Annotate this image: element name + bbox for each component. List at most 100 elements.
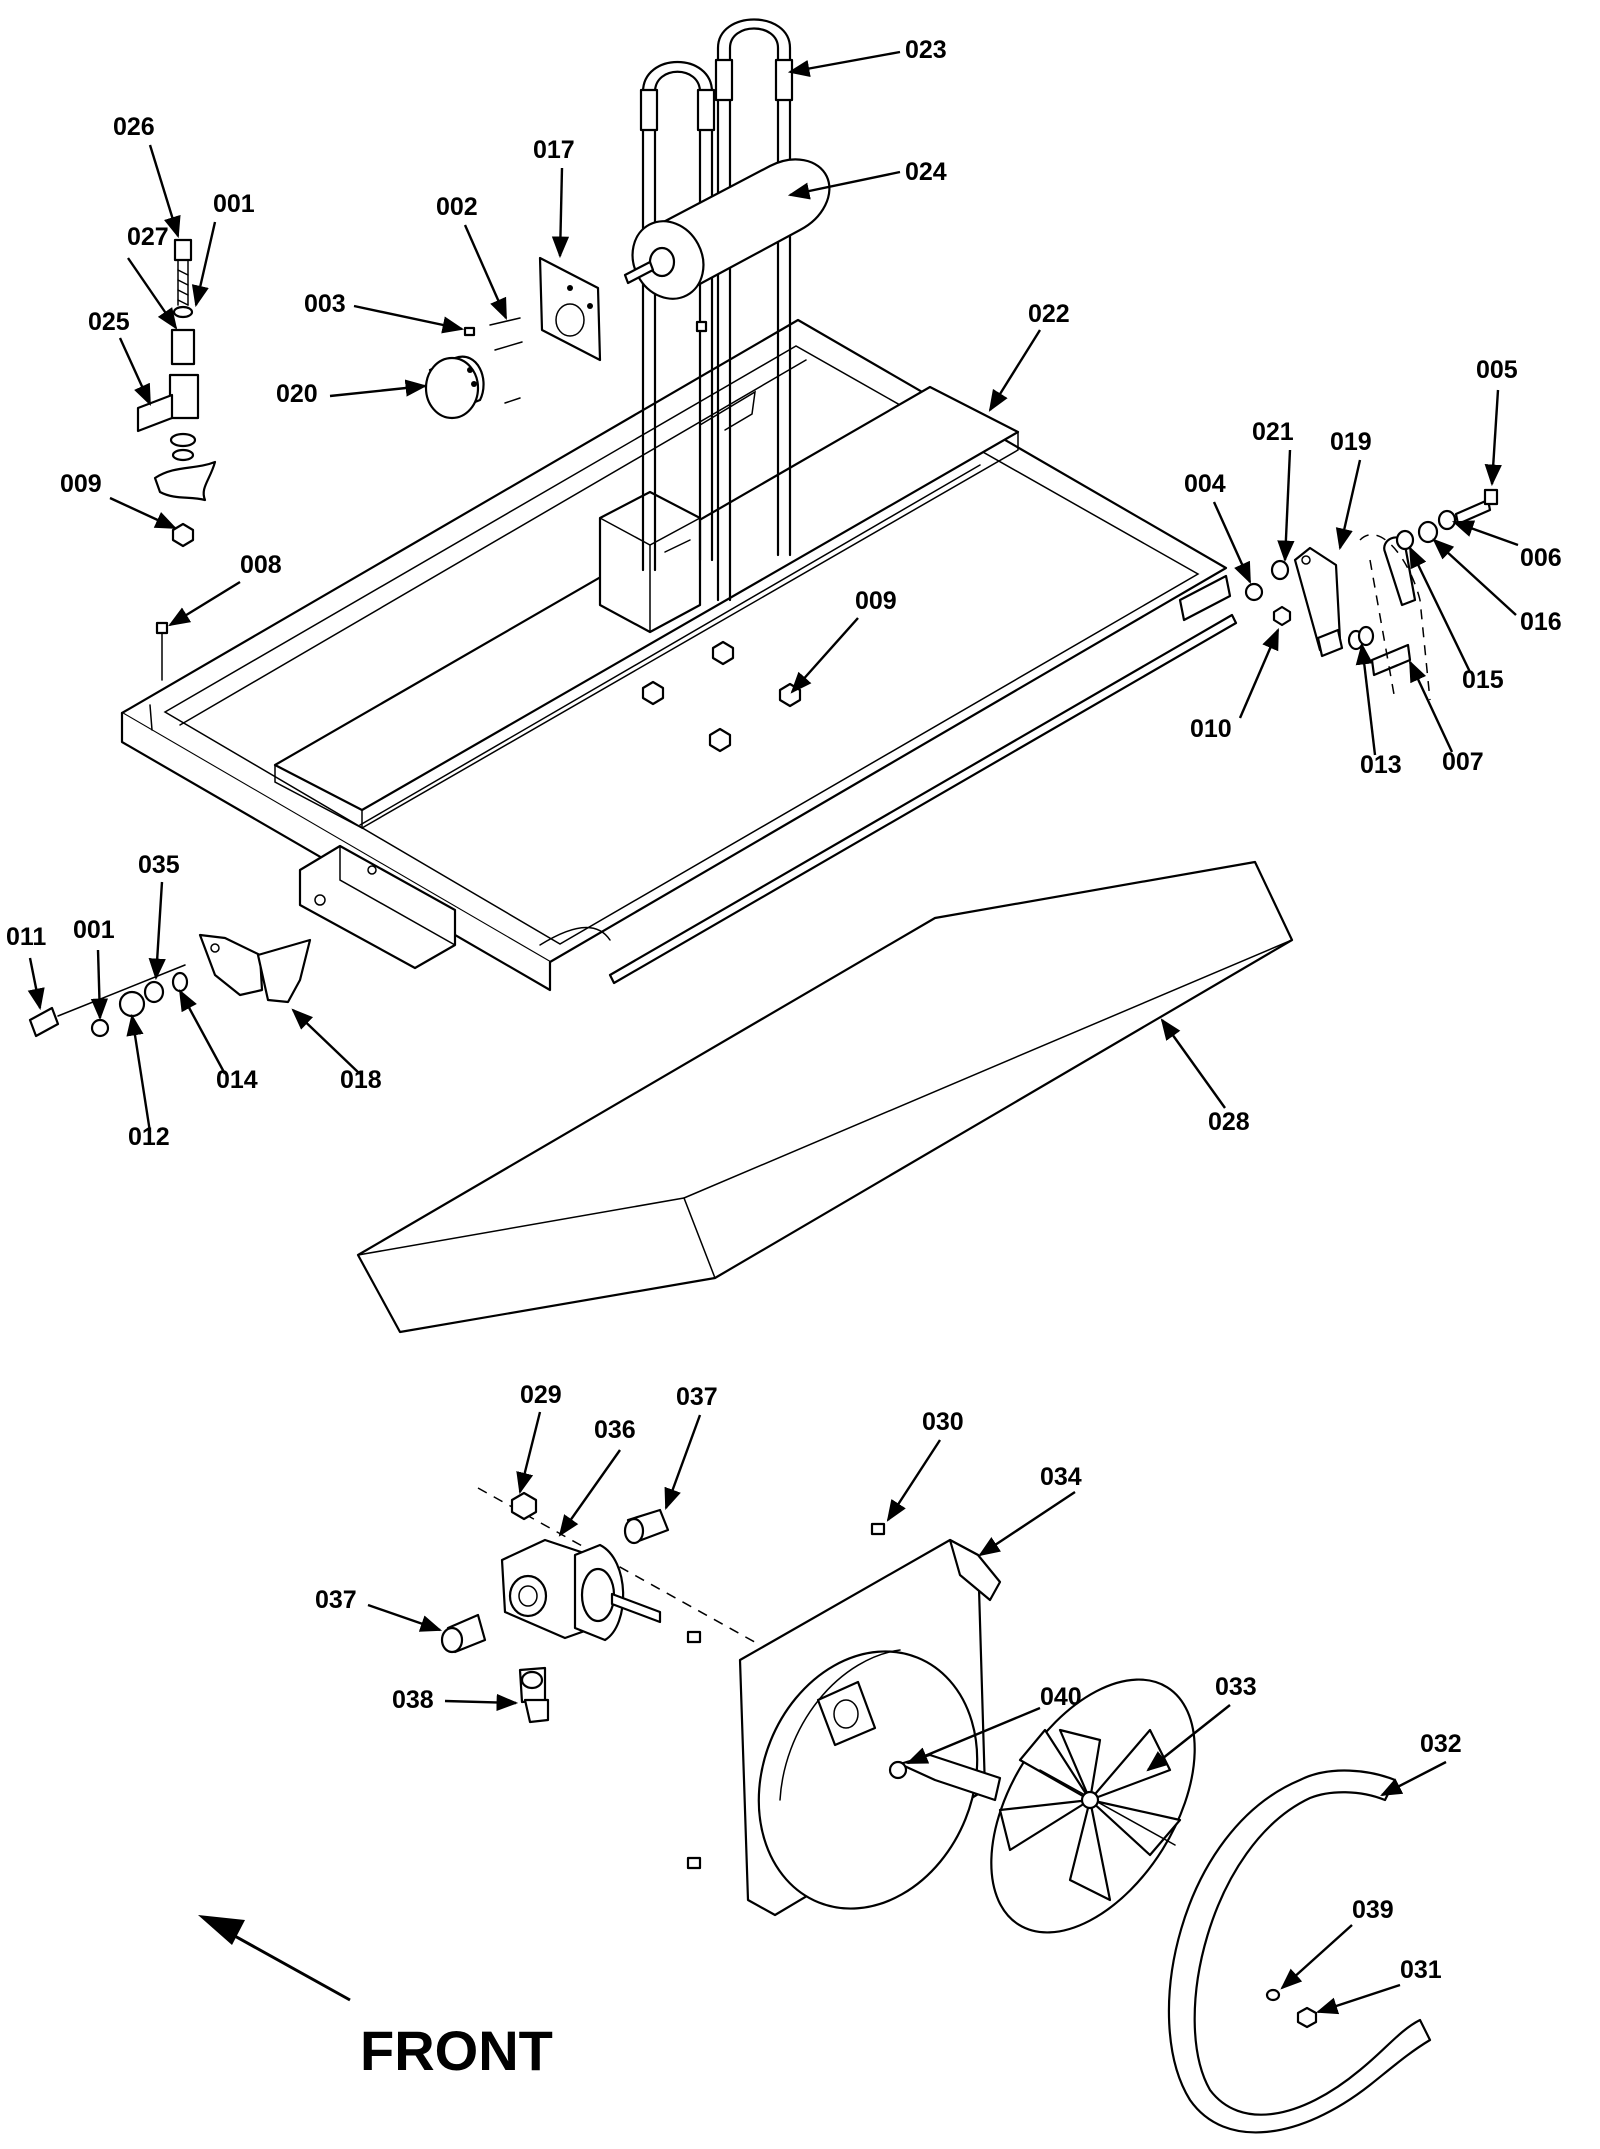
callout-label-001a: 001	[213, 190, 255, 218]
fasteners	[155, 317, 802, 753]
callout-label-031: 031	[1400, 1956, 1442, 1984]
leader-line-015	[1408, 546, 1472, 673]
leader-line-019	[1335, 459, 1362, 551]
leader-line-006	[1451, 520, 1519, 547]
leader-line-026	[148, 144, 181, 239]
leader-line-027	[127, 257, 178, 330]
callout-label-026: 026	[113, 113, 155, 141]
leader-line-030	[886, 1439, 942, 1522]
callout-label-014: 014	[216, 1066, 258, 1094]
heater-coils	[639, 18, 794, 602]
pump-assembly	[440, 1487, 761, 1724]
cover-panel	[356, 860, 1294, 1334]
callout-label-035: 035	[138, 851, 180, 879]
leader-line-035	[148, 881, 166, 981]
fan-housing	[686, 1522, 1002, 1917]
callout-label-009b: 009	[855, 587, 897, 615]
leader-line-004	[1212, 501, 1252, 584]
main-frame	[120, 318, 1238, 992]
callout-label-001b: 001	[73, 916, 115, 944]
leader-line-034	[978, 1490, 1076, 1557]
leader-line-002	[463, 224, 508, 320]
leader-line-021	[1277, 449, 1295, 563]
left-bracket	[28, 933, 312, 1038]
leader-line-001b	[90, 949, 109, 1021]
leader-line-014	[178, 989, 227, 1075]
leader-line-016	[1432, 538, 1517, 616]
fan-impeller	[990, 1678, 1196, 1934]
callout-label-038: 038	[392, 1686, 434, 1714]
callout-label-011: 011	[6, 923, 46, 951]
leader-line-005	[1484, 389, 1502, 487]
hinge-assembly	[136, 238, 217, 548]
callout-label-039: 039	[1352, 1896, 1394, 1924]
leader-line-031	[1315, 1983, 1401, 2015]
leader-line-040	[906, 1706, 1041, 1765]
callout-label-008: 008	[240, 551, 282, 579]
front-arrow	[198, 1915, 351, 2002]
leader-line-018	[291, 1008, 361, 1075]
callout-label-013: 013	[1360, 751, 1402, 779]
leader-line-032	[1380, 1760, 1447, 1797]
callout-label-010: 010	[1190, 715, 1232, 743]
callout-label-015: 015	[1462, 666, 1504, 694]
callout-leaders	[27, 50, 1519, 2015]
drum-cylinder	[623, 158, 831, 300]
leader-line-011	[27, 957, 45, 1011]
callout-label-002: 002	[436, 193, 478, 221]
leader-line-003	[353, 304, 465, 334]
callout-label-032: 032	[1420, 1730, 1462, 1758]
callout-label-037b: 037	[315, 1586, 357, 1614]
leader-line-012	[126, 1013, 152, 1133]
leader-line-009a	[109, 496, 177, 530]
mount-plate	[538, 256, 602, 362]
callout-label-040: 040	[1040, 1683, 1082, 1711]
callout-label-034: 034	[1040, 1463, 1082, 1491]
leader-line-037b	[367, 1603, 443, 1632]
fan-ring	[1167, 1769, 1432, 2134]
leader-line-024	[787, 170, 901, 200]
leader-line-008	[168, 580, 241, 627]
leader-line-013	[1355, 642, 1377, 756]
leader-line-033	[1146, 1704, 1231, 1772]
callout-label-022: 022	[1028, 300, 1070, 328]
callout-label-021: 021	[1252, 418, 1294, 446]
callout-label-012: 012	[128, 1123, 170, 1151]
motor-hub	[424, 355, 485, 420]
leader-line-022	[988, 329, 1042, 412]
leader-line-020	[329, 379, 428, 398]
callout-label-018: 018	[340, 1066, 382, 1094]
callout-label-020: 020	[276, 380, 318, 408]
leader-line-017	[551, 167, 570, 259]
callout-label-006: 006	[1520, 544, 1562, 572]
control-box	[598, 490, 702, 634]
front-label: FRONT	[360, 2019, 553, 2082]
callout-label-009a: 009	[60, 470, 102, 498]
callout-label-023: 023	[905, 36, 947, 64]
leader-line-036	[558, 1449, 621, 1537]
callout-label-037a: 037	[676, 1383, 718, 1411]
leader-line-025	[118, 337, 152, 406]
leader-line-007	[1408, 660, 1454, 753]
callout-label-033: 033	[1215, 1673, 1257, 1701]
callout-label-028: 028	[1208, 1108, 1250, 1136]
leader-line-037a	[664, 1414, 702, 1511]
callout-label-019: 019	[1330, 428, 1372, 456]
leader-line-038	[444, 1693, 519, 1712]
leader-line-001a	[191, 221, 217, 308]
callout-label-005: 005	[1476, 356, 1518, 384]
callout-label-024: 024	[905, 158, 947, 186]
callout-label-004: 004	[1184, 470, 1226, 498]
callout-label-030: 030	[922, 1408, 964, 1436]
leader-line-023	[787, 50, 901, 78]
callout-label-003: 003	[304, 290, 346, 318]
leader-line-009b	[790, 617, 859, 694]
callout-label-025: 025	[88, 308, 130, 336]
leader-line-029	[516, 1411, 542, 1495]
leader-line-028	[1160, 1018, 1226, 1109]
callout-label-027: 027	[127, 223, 169, 251]
leader-line-010	[1238, 628, 1280, 719]
right-linkage	[1244, 488, 1499, 701]
